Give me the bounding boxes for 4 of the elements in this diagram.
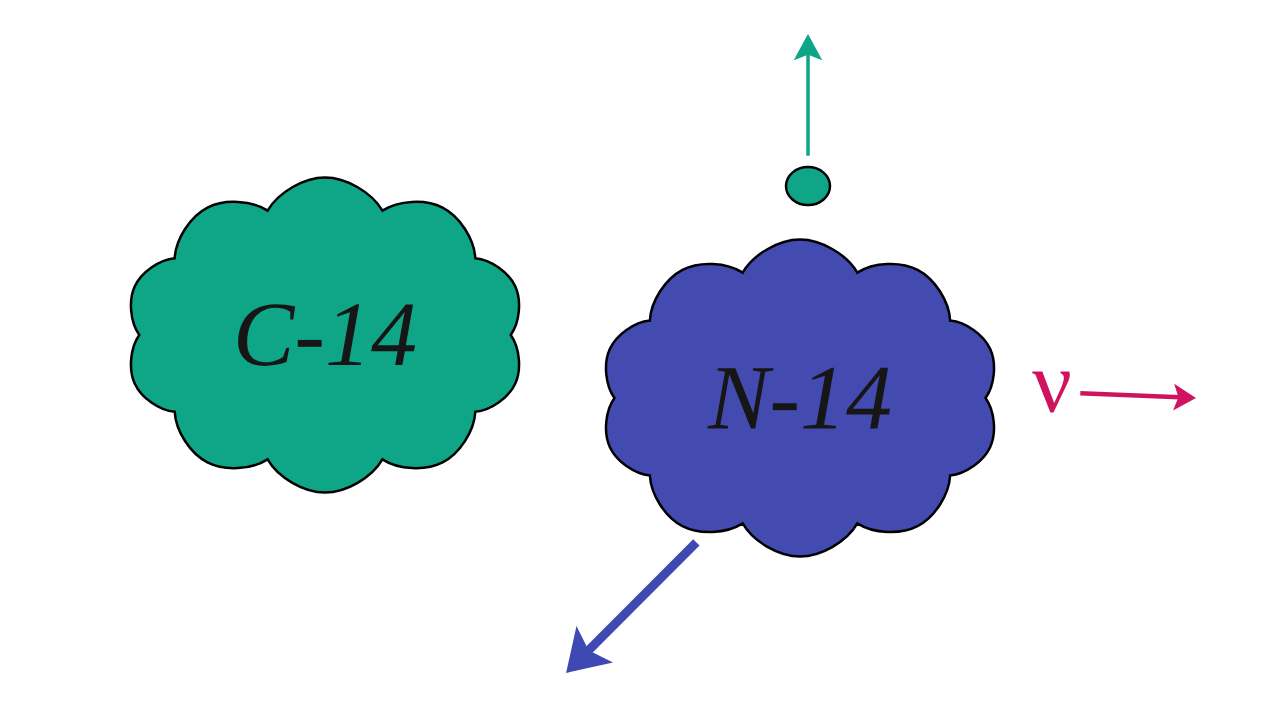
cloud: N-14 <box>604 238 996 558</box>
particle-dot <box>784 165 832 207</box>
nu-symbol: ν <box>1032 371 1070 413</box>
cloud: C-14 <box>129 176 521 494</box>
